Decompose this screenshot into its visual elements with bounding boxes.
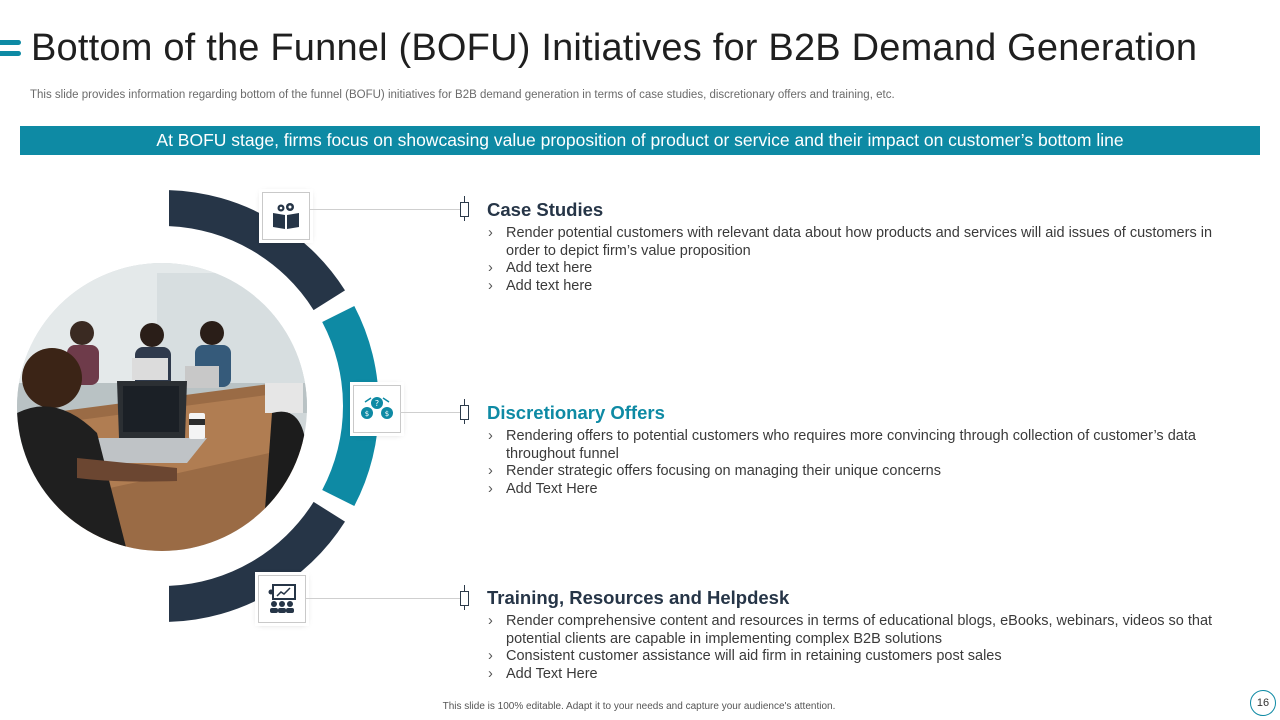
connector-line-1 xyxy=(310,209,460,210)
connector-line-3 xyxy=(306,598,460,599)
svg-text:?: ? xyxy=(375,399,379,408)
training-presentation-icon xyxy=(258,575,306,623)
bullet-item: Render strategic offers focusing on mana… xyxy=(487,463,1232,481)
arc-segment-top xyxy=(169,190,345,311)
bullet-item: Consistent customer assistance will aid … xyxy=(487,648,1232,666)
slide-subtitle: This slide provides information regardin… xyxy=(30,89,895,101)
bullet-item: Rendering offers to potential customers … xyxy=(487,428,1232,463)
bullet-list: Render comprehensive content and resourc… xyxy=(487,613,1232,683)
bullet-list: Rendering offers to potential customers … xyxy=(487,428,1232,498)
key-message-banner: At BOFU stage, firms focus on showcasing… xyxy=(20,126,1260,155)
section-heading: Case Studies xyxy=(487,199,604,220)
connector-line-2 xyxy=(400,412,460,413)
connector-node-2 xyxy=(460,405,469,420)
funnel-arc-diagram xyxy=(169,190,379,622)
connector-node-1 xyxy=(460,202,469,217)
page-number-badge: 16 xyxy=(1250,690,1276,716)
bullet-list: Render potential customers with relevant… xyxy=(487,225,1232,295)
section-heading: Training, Resources and Helpdesk xyxy=(487,587,790,608)
section-training-resources-helpdesk: Training, Resources and Helpdesk Render … xyxy=(487,587,1232,683)
money-bags-offer-icon: ? $ $ xyxy=(353,385,401,433)
section-heading: Discretionary Offers xyxy=(487,402,665,423)
title-accent-mark xyxy=(0,40,21,58)
connector-node-3 xyxy=(460,591,469,606)
bullet-item: Add Text Here xyxy=(487,481,1232,499)
section-case-studies: Case Studies Render potential customers … xyxy=(487,199,1232,295)
bullet-item: Add text here xyxy=(487,278,1232,296)
bullet-item: Add Text Here xyxy=(487,666,1232,684)
slide-footer: This slide is 100% editable. Adapt it to… xyxy=(0,701,1280,712)
bullet-item: Add text here xyxy=(487,260,1232,278)
footer-text: This slide is 100% editable. Adapt it to… xyxy=(442,701,836,712)
arc-segment-middle xyxy=(322,306,379,506)
section-discretionary-offers: Discretionary Offers Rendering offers to… xyxy=(487,402,1232,498)
arc-segment-bottom xyxy=(169,501,345,622)
bullet-item: Render potential customers with relevant… xyxy=(487,225,1232,260)
bullet-item: Render comprehensive content and resourc… xyxy=(487,613,1232,648)
team-meeting-photo xyxy=(17,263,307,551)
slide-title: Bottom of the Funnel (BOFU) Initiatives … xyxy=(31,27,1198,69)
open-book-with-gears-icon xyxy=(262,192,310,240)
svg-text:$: $ xyxy=(365,410,369,418)
svg-text:$: $ xyxy=(385,410,389,418)
